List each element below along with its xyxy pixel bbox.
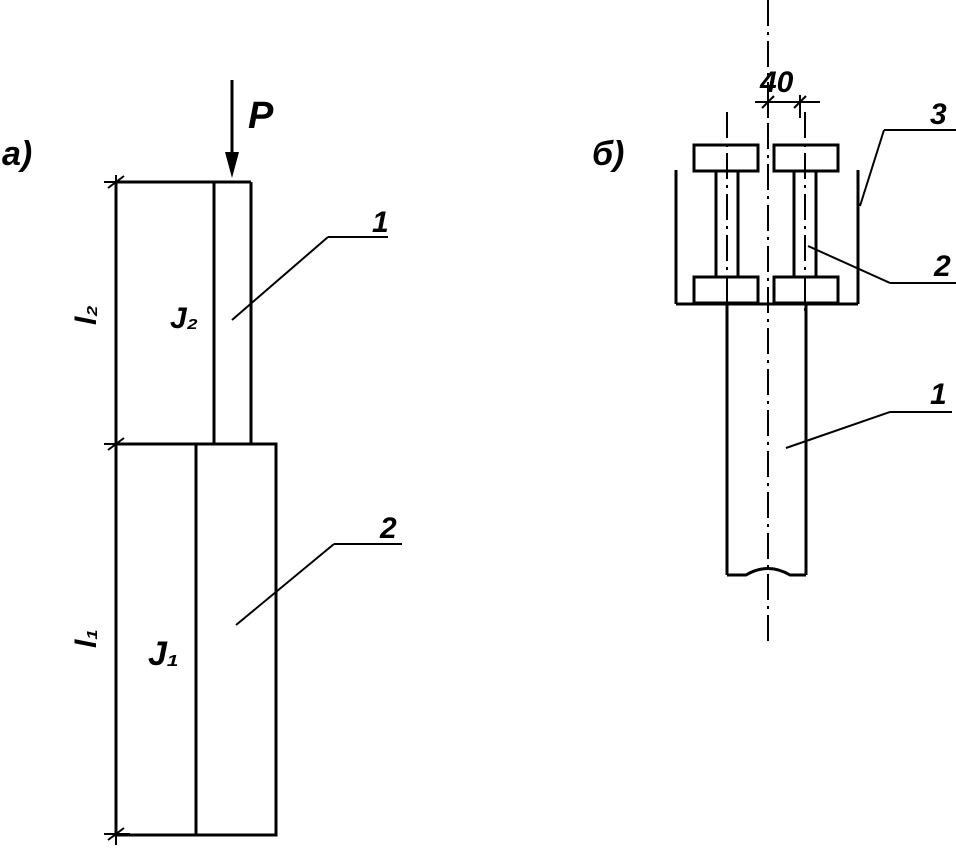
callout-strut: 2 bbox=[933, 250, 951, 283]
leader-lower-part bbox=[235, 543, 402, 626]
left-strut-assembly bbox=[692, 112, 760, 312]
upper-inertia-label: J₂ bbox=[170, 302, 198, 335]
leader-casing bbox=[859, 129, 956, 207]
panel-a: а) P l₂ l₁ J₂ bbox=[2, 80, 402, 845]
lower-length-label: l₁ bbox=[70, 629, 103, 648]
callout-casing: 3 bbox=[930, 98, 947, 131]
upper-column-part bbox=[114, 180, 253, 444]
lower-column-part bbox=[114, 442, 278, 837]
panel-b: б) 40 bbox=[592, 0, 956, 642]
dimension-40 bbox=[755, 95, 820, 118]
leader-upper-part bbox=[231, 236, 388, 321]
panel-b-label: б) bbox=[592, 135, 624, 173]
panel-a-label: а) bbox=[2, 135, 32, 173]
callout-column: 1 bbox=[930, 378, 947, 411]
dimension-40-label: 40 bbox=[759, 66, 794, 99]
right-strut-assembly bbox=[772, 112, 840, 312]
force-arrow bbox=[225, 80, 239, 178]
column-body bbox=[725, 304, 808, 577]
force-label: P bbox=[248, 95, 274, 137]
leader-column bbox=[785, 411, 952, 449]
leader-strut bbox=[807, 245, 956, 284]
lower-inertia-label: J₁ bbox=[148, 635, 179, 673]
upper-length-label: l₂ bbox=[70, 305, 103, 325]
callout-lower-part: 2 bbox=[379, 512, 397, 545]
callout-upper-part: 1 bbox=[372, 206, 389, 239]
